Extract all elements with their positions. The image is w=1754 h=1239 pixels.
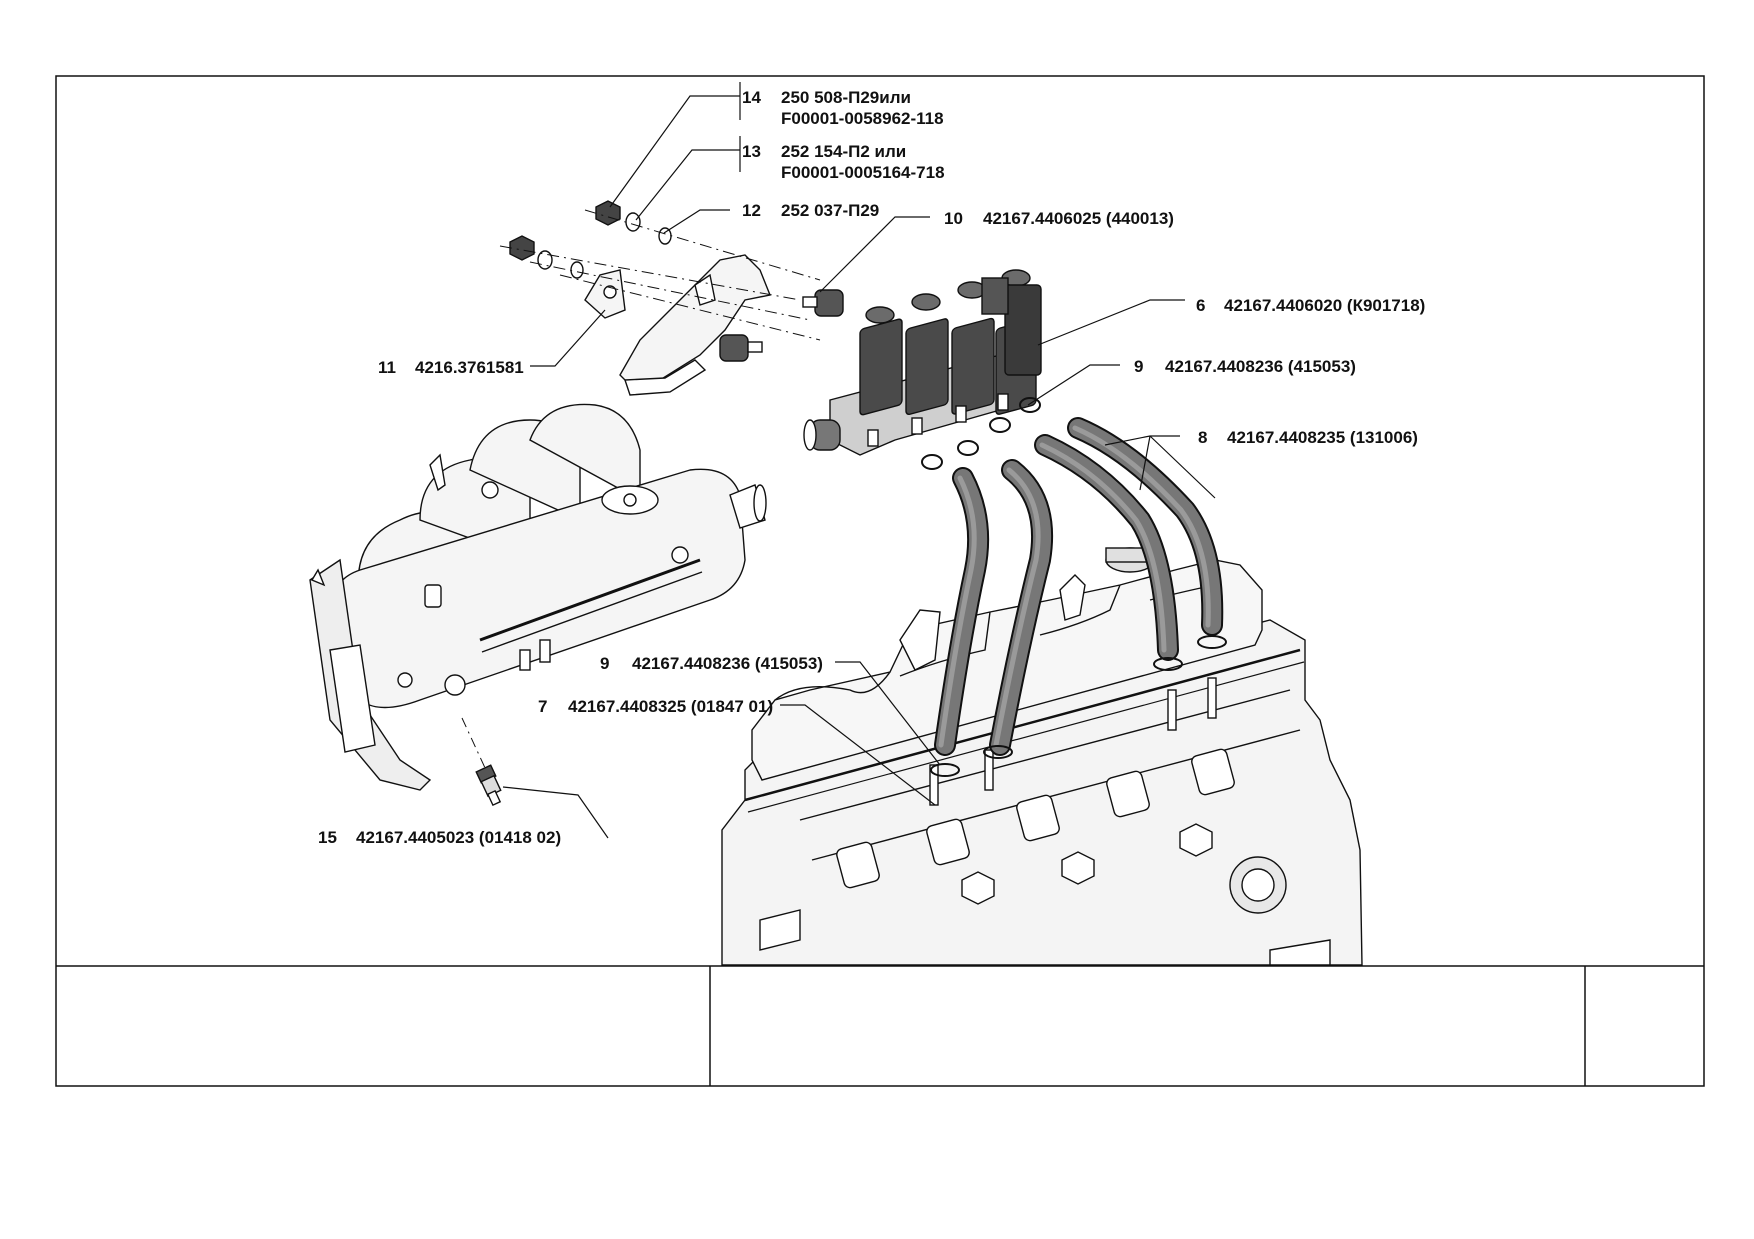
fastener-axis-lines xyxy=(499,209,821,341)
bracket-lug-11 xyxy=(584,269,626,319)
callout-10-part: 42167.4406025 (440013) xyxy=(983,209,1174,228)
callout-13-part: 252 154-П2 или xyxy=(781,142,906,161)
callout-9-lower-part: 42167.4408236 (415053) xyxy=(632,654,823,673)
intake-manifold xyxy=(309,403,767,791)
fitting-15 xyxy=(475,764,502,807)
mounting-bracket xyxy=(619,254,771,396)
callout-7-num: 7 xyxy=(538,697,547,716)
drawing-frame xyxy=(55,75,1705,1087)
fuel-hoses xyxy=(934,417,1224,756)
callout-9-upper-num: 9 xyxy=(1134,357,1143,376)
callout-15-part: 42167.4405023 (01418 02) xyxy=(356,828,561,847)
callout-13-num: 13 xyxy=(742,142,761,161)
callout-14-num: 14 xyxy=(742,88,761,107)
callout-9-upper-part: 42167.4408236 (415053) xyxy=(1165,357,1356,376)
callout-8-num: 8 xyxy=(1198,428,1207,447)
callout-10-num: 10 xyxy=(944,209,963,228)
injector-rail xyxy=(803,269,1042,456)
fasteners xyxy=(509,200,672,279)
hose-clamps-upper xyxy=(921,397,1041,470)
callout-6-num: 6 xyxy=(1196,296,1205,315)
hose-clamps-lower xyxy=(930,635,1227,777)
callout-11-part: 4216.3761581 xyxy=(415,358,524,377)
callout-11-num: 11 xyxy=(378,358,396,377)
callout-15-num: 15 xyxy=(318,828,337,847)
leader-lines xyxy=(502,82,1216,839)
callout-14-part: 250 508-П29или xyxy=(781,88,911,107)
callout-12-part: 252 037-П29 xyxy=(781,201,879,220)
callout-7-part: 42167.4408325 (01847 01) xyxy=(568,697,773,716)
callout-12-num: 12 xyxy=(742,201,761,220)
axis-line-15 xyxy=(461,717,487,771)
callout-6-part: 42167.4406020 (К901718) xyxy=(1224,296,1425,315)
engine-cylinder-head xyxy=(721,547,1363,966)
callout-labels: 14 250 508-П29или F00001-0058962-118 13 … xyxy=(318,88,1425,847)
callout-13-part2: F00001-0005164-718 xyxy=(781,163,945,182)
callout-9-lower-num: 9 xyxy=(600,654,609,673)
callout-8-part: 42167.4408235 (131006) xyxy=(1227,428,1418,447)
rubber-mounts xyxy=(719,289,844,362)
callout-14-part2: F00001-0058962-118 xyxy=(781,109,944,128)
